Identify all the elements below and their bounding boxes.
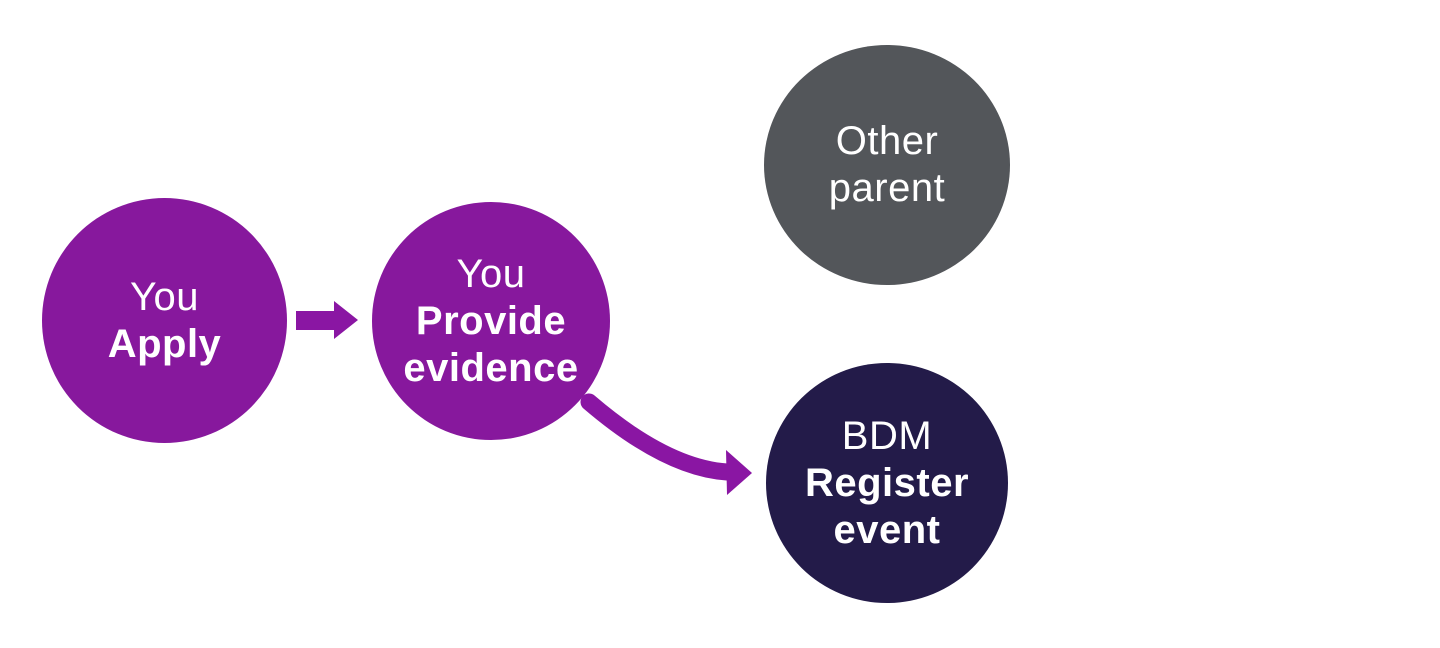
node-you-apply: You Apply xyxy=(42,198,287,443)
node-bdm-register-event-label: BDM Register event xyxy=(805,413,969,554)
node-bdm-register-event: BDM Register event xyxy=(766,363,1008,603)
arrow-provide-to-bdm-head-icon xyxy=(726,450,752,495)
node-other-parent: Other parent xyxy=(764,45,1010,285)
node-you-apply-label: You Apply xyxy=(108,274,222,368)
arrow-apply-to-provide-icon xyxy=(296,301,358,339)
node-other-parent-label: Other parent xyxy=(829,118,945,212)
node-line: parent xyxy=(828,166,946,210)
node-line: Register xyxy=(804,460,970,505)
node-line: BDM xyxy=(841,413,933,458)
node-line: event xyxy=(833,507,941,552)
node-you-provide-evidence: You Provide evidence xyxy=(372,202,610,440)
node-line: You xyxy=(130,274,199,319)
node-line: Apply xyxy=(107,321,222,366)
node-you-provide-evidence-label: You Provide evidence xyxy=(403,251,578,392)
arrow-provide-to-bdm-shaft-icon xyxy=(580,393,736,481)
node-line: evidence xyxy=(403,345,579,390)
node-line: Provide xyxy=(415,298,567,343)
node-line: You xyxy=(456,251,526,296)
node-line: Other xyxy=(835,119,939,163)
